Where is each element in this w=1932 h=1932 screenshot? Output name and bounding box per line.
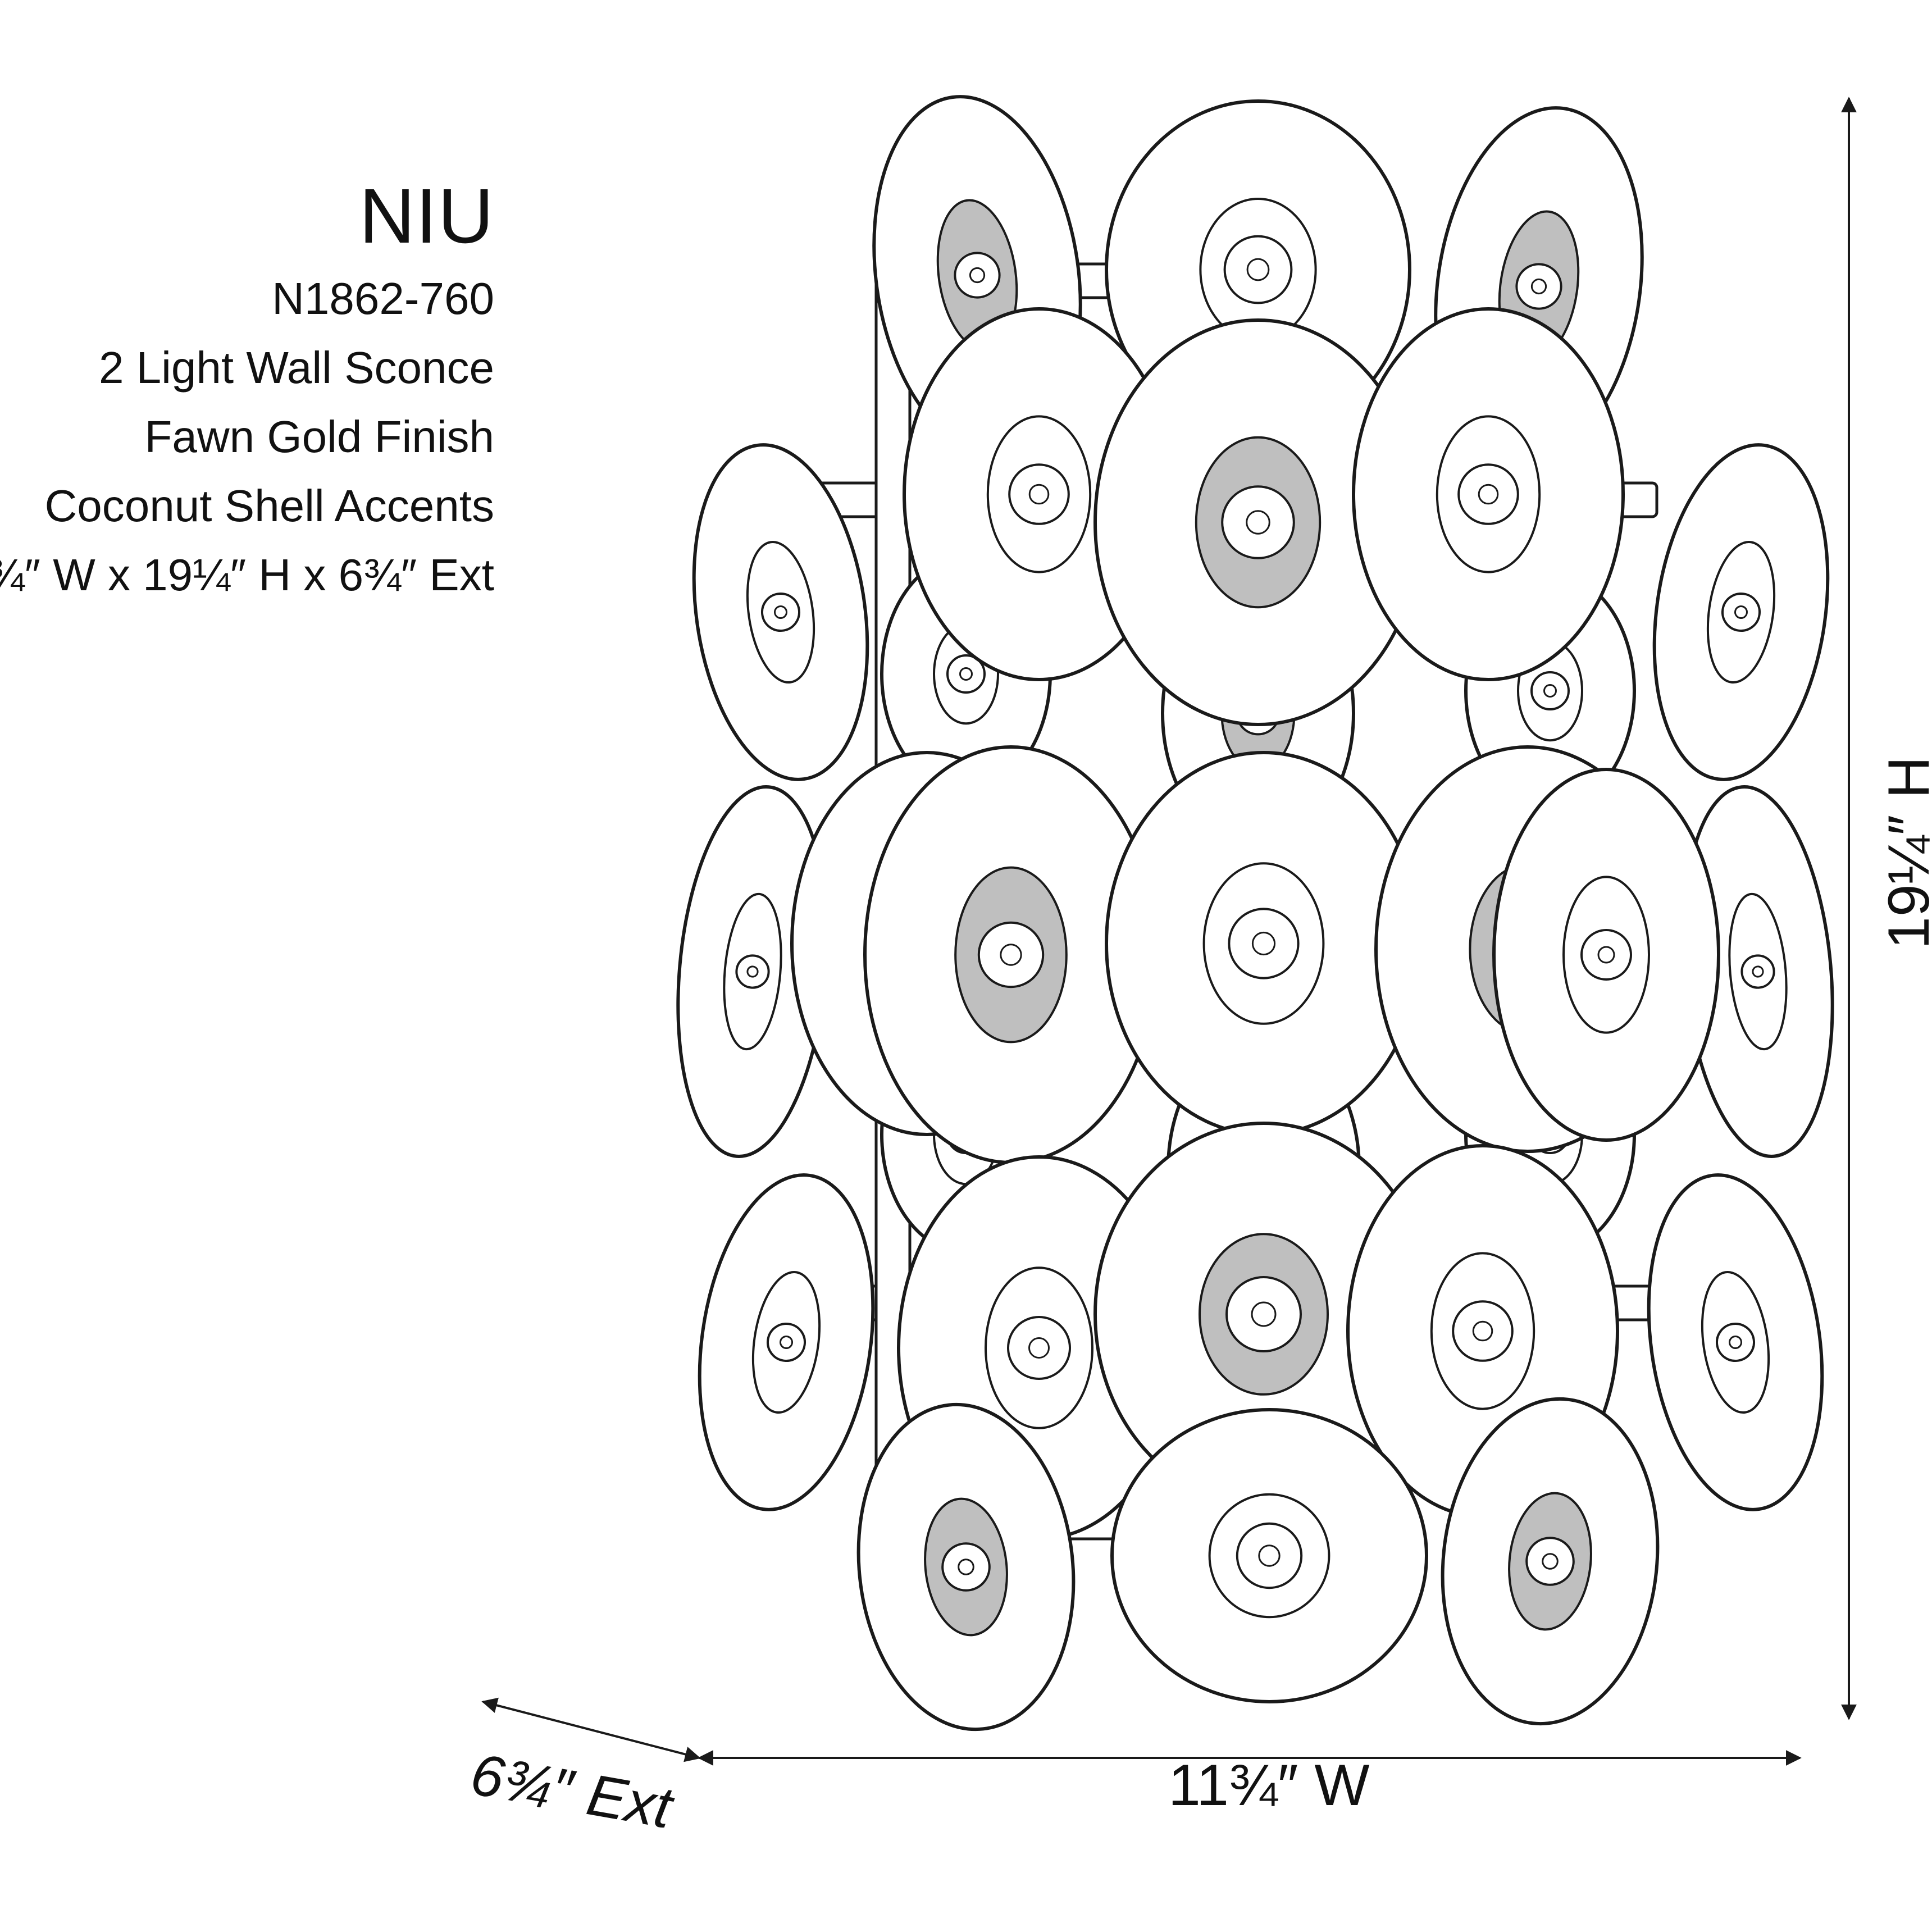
shell-disc xyxy=(863,745,1159,1164)
shell-disc xyxy=(1105,751,1423,1136)
shell-disc xyxy=(1352,307,1625,681)
shell-disc xyxy=(692,443,869,781)
model-number: N1862-760 xyxy=(272,274,494,323)
shell-discs xyxy=(676,95,1834,1731)
shell-disc xyxy=(1682,785,1834,1158)
shell-disc xyxy=(1110,1408,1428,1703)
finish-text: Fawn Gold Finish xyxy=(144,412,494,462)
collection-name: NIU xyxy=(359,173,494,259)
shell-disc xyxy=(1093,318,1423,726)
height-label: 19¼″ H xyxy=(1876,757,1932,949)
accents-text: Coconut Shell Accents xyxy=(44,481,494,531)
shell-disc xyxy=(698,1173,875,1511)
extension-dimension-line xyxy=(481,1697,701,1762)
shell-disc xyxy=(676,785,829,1158)
shell-disc xyxy=(1093,1122,1434,1507)
shell-disc xyxy=(1652,443,1830,781)
shell-disc xyxy=(1441,1397,1660,1726)
spec-block: NIU N1862-760 2 Light Wall Sconce Fawn G… xyxy=(0,168,494,609)
shell-disc xyxy=(903,307,1175,681)
fixture-type: 2 Light Wall Sconce xyxy=(98,343,494,393)
shell-disc xyxy=(856,1402,1076,1731)
shell-disc xyxy=(1492,768,1720,1142)
width-label: 11¾″ W xyxy=(1168,1753,1370,1818)
shell-disc xyxy=(1647,1173,1824,1511)
overall-dimensions: 11¾″ W x 19¼″ H x 6¾″ Ext xyxy=(0,550,494,600)
